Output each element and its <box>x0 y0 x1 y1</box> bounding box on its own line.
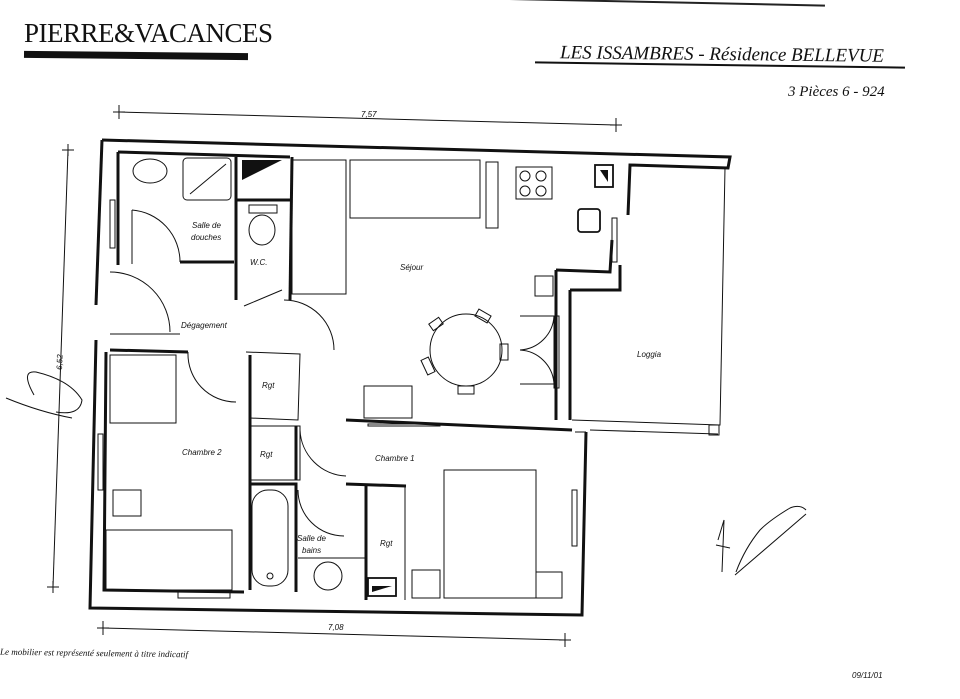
brand-logo: PIERRE&VACANCES <box>24 18 273 48</box>
label-rgt-3: Rgt <box>380 539 393 548</box>
bath-basin-icon <box>313 561 343 591</box>
dimension-bottom: 7,08 <box>97 621 571 647</box>
dimension-top-label: 7,57 <box>361 110 377 119</box>
windows <box>97 199 618 599</box>
sink-icon <box>577 208 601 233</box>
wardrobe-ch2 <box>109 354 177 424</box>
label-wc: W.C. <box>250 258 267 267</box>
shower-tray-icon <box>182 157 232 201</box>
handwritten-mark <box>5 371 83 419</box>
label-chambre-2: Chambre 2 <box>182 448 222 457</box>
label-salle-de-douches-1: Salle de <box>192 221 221 230</box>
fixtures <box>132 157 614 597</box>
dimension-left-label: 6,52 <box>55 354 65 370</box>
label-salle-de-douches-2: douches <box>191 233 221 242</box>
sideboard <box>349 159 481 219</box>
duct-icon <box>242 160 282 180</box>
toilet-icon <box>248 204 278 214</box>
exterior-walls <box>88 138 732 617</box>
furniture <box>105 159 563 599</box>
sofa <box>291 159 347 295</box>
bed-ch2 <box>105 529 233 591</box>
label-loggia: Loggia <box>637 350 662 359</box>
plan-date: 09/11/01 <box>852 671 883 680</box>
interior-walls <box>109 150 622 600</box>
dimension-bottom-label: 7,08 <box>328 623 344 632</box>
label-rgt-2: Rgt <box>260 450 273 459</box>
label-sejour: Séjour <box>400 263 423 272</box>
dining-table <box>429 313 503 387</box>
doors <box>109 209 555 537</box>
signature <box>715 505 807 576</box>
label-salle-de-bains-2: bains <box>302 546 321 555</box>
label-rgt-1: Rgt <box>262 381 275 390</box>
label-salle-de-bains-1: Salle de <box>297 534 326 543</box>
bed-ch1 <box>443 469 537 599</box>
bathtub-icon <box>251 489 289 587</box>
apartment-type: 3 Pièces 6 - 924 <box>788 84 885 100</box>
label-degagement: Dégagement <box>181 321 228 330</box>
washbasin-icon <box>132 158 168 184</box>
cooktop-icon <box>515 166 553 200</box>
dimension-left: 6,52 <box>47 144 74 593</box>
dimension-top: 7,57 <box>113 105 622 132</box>
label-chambre-1: Chambre 1 <box>375 454 415 463</box>
